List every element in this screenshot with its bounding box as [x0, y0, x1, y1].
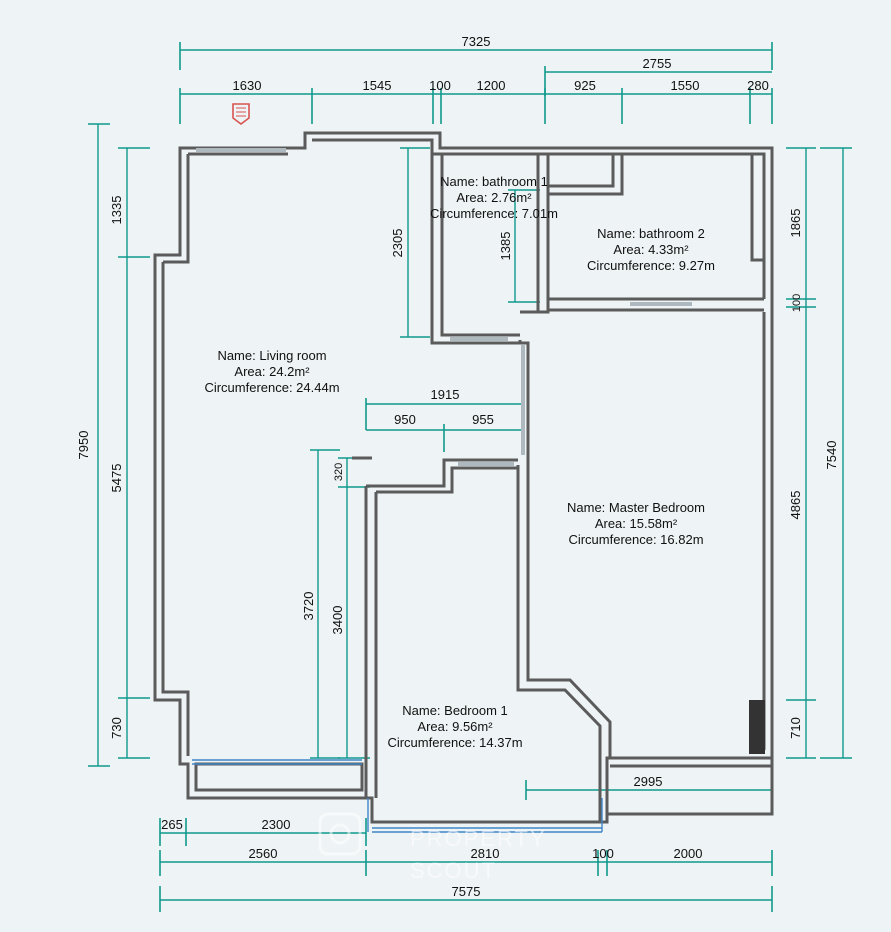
dim-top-seg-4: 1200 — [477, 78, 506, 93]
dimension-bottom: 265 2300 2560 2810 100 2000 7575 — [159, 817, 773, 912]
windows — [192, 148, 692, 833]
bathroom1-name: Name: bathroom 1 — [440, 174, 548, 189]
dimension-left: 7950 1335 5475 730 — [76, 123, 150, 767]
dim-top-total: 7325 — [462, 34, 491, 49]
walls — [153, 131, 774, 824]
corridor-wall — [520, 310, 548, 460]
living-room-circumference: Circumference: 24.44m — [204, 380, 339, 395]
watermark-line2: SCOUT — [410, 858, 497, 883]
dim-bedroom-lower: 3400 — [330, 606, 345, 635]
dim-left-seg-1: 1335 — [109, 196, 124, 225]
room-label-living-room: Name: Living room Area: 24.2m² Circumfer… — [204, 348, 339, 395]
dim-bottom-total: 7575 — [452, 884, 481, 899]
bedroom1-area: Area: 9.56m² — [417, 719, 493, 734]
dim-corridor-width: 1915 — [431, 387, 460, 402]
bathroom2-bottom-wall — [548, 297, 764, 312]
bathroom2-inner-nook — [548, 154, 624, 196]
master-bedroom-left-wall — [516, 460, 612, 822]
room-label-bathroom1: Name: bathroom 1 Area: 2.76m² Circumfere… — [430, 174, 558, 221]
dimension-right: 7540 1865 100 4865 710 — [786, 147, 852, 759]
dim-bathroom1-height: 1385 — [498, 232, 513, 261]
outer-wall — [153, 131, 774, 824]
bathroom2-area: Area: 4.33m² — [613, 242, 689, 257]
entrance-arrow-icon — [232, 103, 250, 125]
bedroom1-wall — [364, 458, 518, 798]
bathroom1-area: Area: 2.76m² — [456, 190, 532, 205]
dim-living-height: 2305 — [390, 229, 405, 258]
dim-top-right-total: 2755 — [643, 56, 672, 71]
wardrobe-block — [749, 700, 765, 754]
room-label-bedroom1: Name: Bedroom 1 Area: 9.56m² Circumferen… — [387, 703, 522, 750]
dim-right-seg-4: 710 — [788, 717, 803, 739]
dim-left-total: 7950 — [76, 431, 91, 460]
bathroom2-circumference: Circumference: 9.27m — [587, 258, 715, 273]
dim-top-seg-6: 1550 — [671, 78, 700, 93]
dim-bottom-seg-3: 100 — [592, 846, 614, 861]
dim-top-seg-3: 100 — [429, 78, 451, 93]
dim-living-lower: 3720 — [301, 592, 316, 621]
dim-bedroom-offset: 320 — [333, 463, 345, 481]
living-room-area: Area: 24.2m² — [234, 364, 310, 379]
watermark-line1: PROPERTY — [410, 826, 547, 851]
bedroom1-name: Name: Bedroom 1 — [402, 703, 508, 718]
dim-top-seg-7: 280 — [747, 78, 769, 93]
dim-bottom-seg-2: 2810 — [471, 846, 500, 861]
dim-right-total: 7540 — [824, 441, 839, 470]
master-bedroom-area: Area: 15.58m² — [595, 516, 678, 531]
dim-balcony-width: 2995 — [634, 774, 663, 789]
master-bedroom-circumference: Circumference: 16.82m — [568, 532, 703, 547]
dim-top-seg-5: 925 — [574, 78, 596, 93]
dim-right-seg-3: 4865 — [788, 491, 803, 520]
dim-corridor-seg-2: 955 — [472, 412, 494, 427]
dim-left-seg-2: 5475 — [109, 464, 124, 493]
watermark: PROPERTY SCOUT — [318, 812, 547, 883]
living-room-name: Name: Living room — [217, 348, 326, 363]
master-bedroom-name: Name: Master Bedroom — [567, 500, 705, 515]
dimension-top: 7325 2755 1630 1545 100 1200 925 1550 28… — [179, 34, 773, 124]
dim-bottom-seg-b: 2300 — [262, 817, 291, 832]
bathroom2-name: Name: bathroom 2 — [597, 226, 705, 241]
room-label-master-bedroom: Name: Master Bedroom Area: 15.58m² Circu… — [567, 500, 705, 547]
property-scout-logo-icon — [318, 812, 362, 856]
dim-right-seg-1: 1865 — [788, 209, 803, 238]
room-label-bathroom2: Name: bathroom 2 Area: 4.33m² Circumfere… — [587, 226, 715, 273]
bathroom1-circumference: Circumference: 7.01m — [430, 206, 558, 221]
dim-left-seg-3: 730 — [109, 717, 124, 739]
dim-bottom-seg-1: 2560 — [249, 846, 278, 861]
balcony-wall — [607, 758, 774, 816]
dim-top-seg-2: 1545 — [363, 78, 392, 93]
dim-right-seg-2: 100 — [791, 294, 803, 312]
dim-bottom-seg-a: 265 — [161, 817, 183, 832]
bathroom2-side-strip — [750, 154, 764, 262]
dim-bottom-seg-4: 2000 — [674, 846, 703, 861]
dim-corridor-seg-1: 950 — [394, 412, 416, 427]
living-room-bottom-wall — [194, 762, 364, 792]
bedroom1-circumference: Circumference: 14.37m — [387, 735, 522, 750]
dim-top-seg-1: 1630 — [233, 78, 262, 93]
